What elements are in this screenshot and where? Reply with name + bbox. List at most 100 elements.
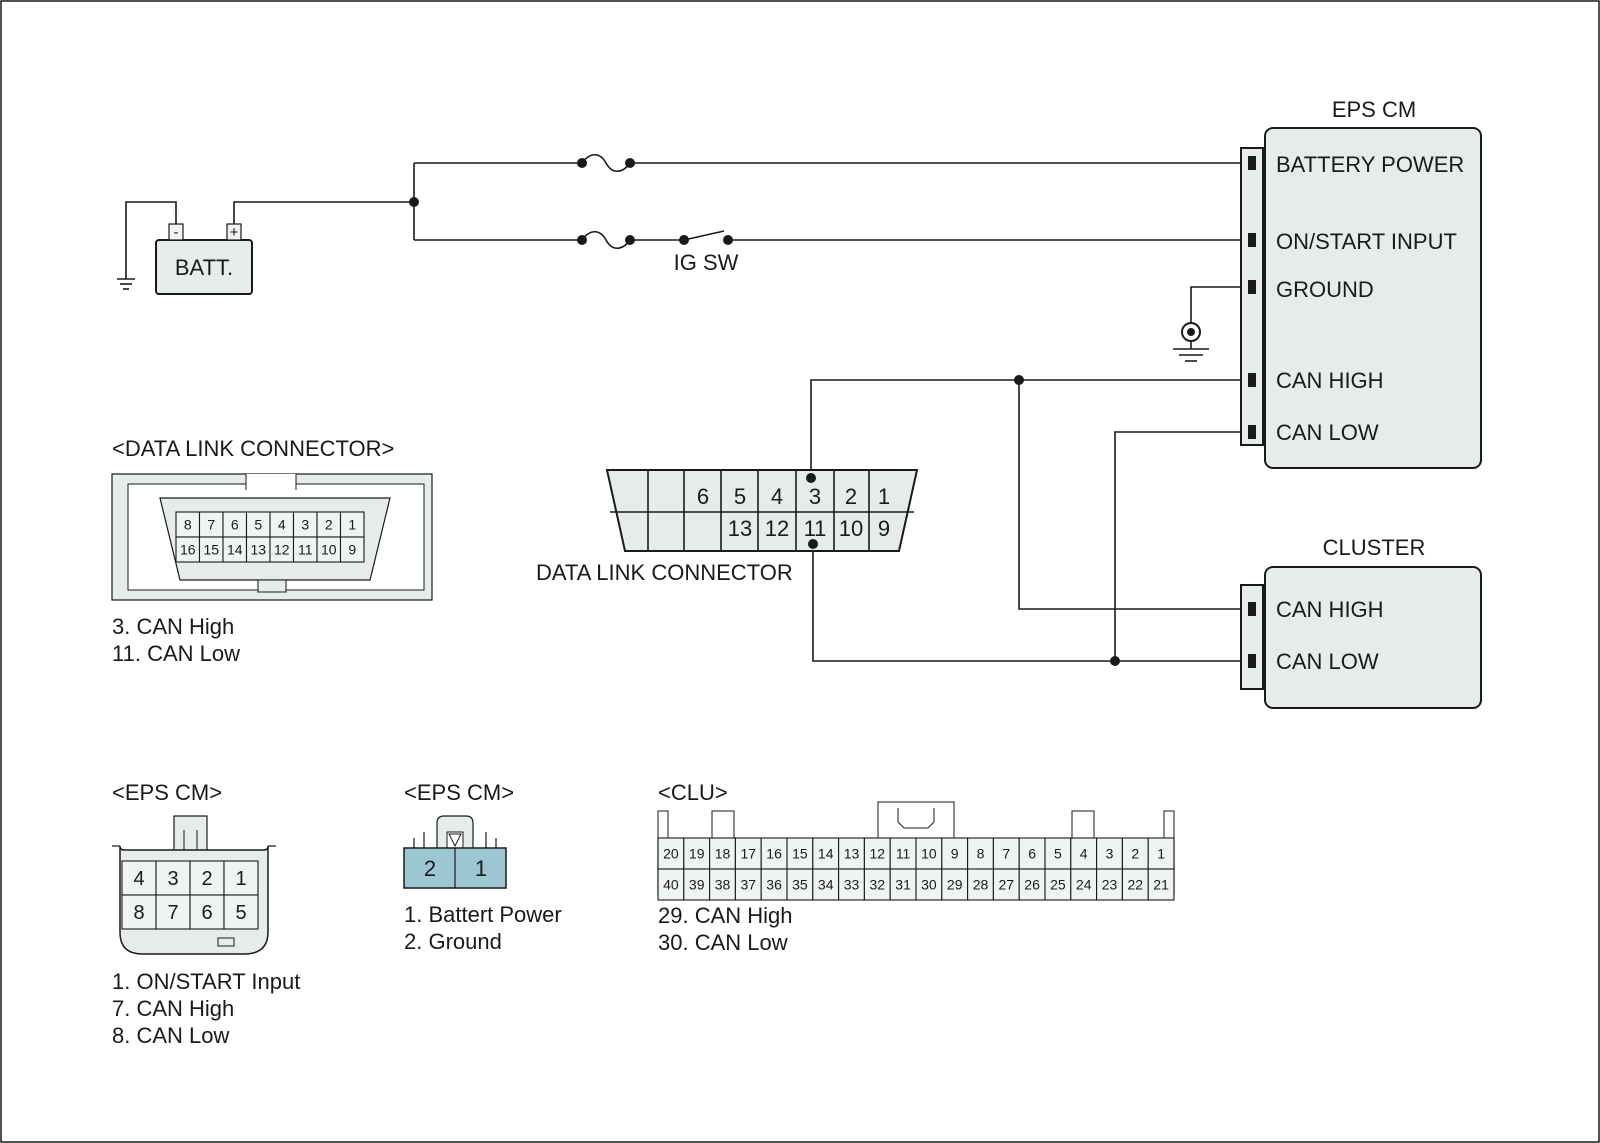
dlc-schematic-bottom-row: 13 12 11 10 9 <box>728 516 890 541</box>
pin-number: 13 <box>844 846 860 862</box>
pin-cell <box>709 837 736 870</box>
clu-note-30: 30. CAN Low <box>658 930 788 955</box>
pin-number: 39 <box>689 877 705 893</box>
pin-cell <box>1147 868 1175 901</box>
pin-cell <box>812 868 840 901</box>
pin-number: 10 <box>921 846 937 862</box>
eps-pin-battery-power: BATTERY POWER <box>1276 152 1464 177</box>
eps-view-b-title: <EPS CM> <box>404 780 514 805</box>
pin-cell <box>223 860 259 896</box>
dlc-note-3: 3. CAN High <box>112 614 234 639</box>
pin-number: 8 <box>184 517 192 533</box>
eps-view-a-title: <EPS CM> <box>112 780 222 805</box>
pin-number: 7 <box>207 517 215 533</box>
pin-number: 5 <box>235 902 246 924</box>
eps-b-pin: 1 <box>475 856 487 881</box>
pin-number: 1 <box>348 517 356 533</box>
pin-cell <box>189 894 225 930</box>
pin-number: 9 <box>951 846 959 862</box>
dlc-pin3-dot <box>806 473 816 483</box>
dlc-schematic-top-row: 6 5 4 3 2 1 <box>697 484 890 509</box>
pin-number: 24 <box>1076 877 1092 893</box>
pin-cell <box>812 837 840 870</box>
chassis-ground-icon <box>1173 286 1241 362</box>
pin-number: 2 <box>1131 846 1139 862</box>
pin-cell <box>760 868 788 901</box>
dlc-pin: 4 <box>771 484 783 509</box>
pin-number: 30 <box>921 877 937 893</box>
eps-cm-module <box>1240 127 1482 469</box>
pin-number: 26 <box>1024 877 1040 893</box>
dlc-pin: 5 <box>734 484 746 509</box>
pin-number: 17 <box>741 846 757 862</box>
pin-number: 20 <box>663 846 679 862</box>
pin-cell <box>339 536 365 563</box>
pin-number: 16 <box>766 846 782 862</box>
pin-cell <box>1096 868 1123 901</box>
pin-number: 11 <box>896 846 911 862</box>
pin-number: 4 <box>278 517 286 533</box>
pin-number: 2 <box>325 517 333 533</box>
pin-number: 18 <box>715 846 731 862</box>
pin-cell <box>1147 837 1175 870</box>
pin-number: 32 <box>870 877 886 893</box>
pin-number: 6 <box>201 902 212 924</box>
dlc-pin: 12 <box>765 516 789 541</box>
pin-number: 2 <box>201 868 212 890</box>
pin-number: 3 <box>1106 846 1114 862</box>
pin-number: 1 <box>1157 846 1165 862</box>
dlc-pin: 10 <box>839 516 863 541</box>
pin-number: 29 <box>947 877 963 893</box>
pin-cell <box>967 837 994 870</box>
pin-number: 10 <box>321 542 337 558</box>
eps-b-note-1: 1. Battert Power <box>404 902 562 927</box>
dlc-pin: 9 <box>878 516 890 541</box>
cluster-pin-can-low: CAN LOW <box>1276 649 1379 674</box>
eps-b-note-2: 2. Ground <box>404 929 502 954</box>
clu-view-title: <CLU> <box>658 780 728 805</box>
cluster-module <box>1240 566 1482 709</box>
pin-number: 6 <box>231 517 239 533</box>
battery-positive-terminal: + <box>230 224 239 241</box>
dlc-schematic-connector <box>605 469 919 552</box>
pin-number: 35 <box>792 877 808 893</box>
fuse-battery-icon <box>414 153 1241 173</box>
pin-cell <box>786 837 814 870</box>
pin-number: 37 <box>741 877 757 893</box>
cluster-title: CLUSTER <box>1323 535 1426 560</box>
pin-number: 27 <box>999 877 1015 893</box>
eps-pin-can-high: CAN HIGH <box>1276 368 1384 393</box>
pin-cell <box>657 868 685 901</box>
dlc-pin: 3 <box>809 484 821 509</box>
pin-number: 12 <box>274 542 290 558</box>
eps-cm-title: EPS CM <box>1332 97 1416 122</box>
pin-number: 1 <box>235 868 246 890</box>
clu-note-29: 29. CAN High <box>658 903 793 928</box>
pin-number: 34 <box>818 877 834 893</box>
pin-cell <box>838 868 865 901</box>
pin-number: 15 <box>792 846 808 862</box>
pin-number: 28 <box>973 877 989 893</box>
pin-cell <box>967 868 994 901</box>
pin-cell <box>1121 868 1149 901</box>
pin-number: 8 <box>133 902 144 924</box>
battery-ground-icon <box>117 201 177 290</box>
dlc-pin: 6 <box>697 484 709 509</box>
pin-cell <box>155 894 191 930</box>
eps-pin-can-low: CAN LOW <box>1276 420 1379 445</box>
ig-switch-label: IG SW <box>674 250 739 275</box>
pin-number: 33 <box>844 877 860 893</box>
eps-a-note-7: 7. CAN High <box>112 996 234 1021</box>
pin-number: 14 <box>227 542 243 558</box>
pin-number: 3 <box>301 517 309 533</box>
pin-number: 6 <box>1028 846 1036 862</box>
dlc-pin11-dot <box>808 539 818 549</box>
eps-a-note-1: 1. ON/START Input <box>112 969 300 994</box>
pin-number: 38 <box>715 877 731 893</box>
can-low-wire <box>812 431 1241 666</box>
pin-number: 19 <box>689 846 705 862</box>
pin-number: 25 <box>1050 877 1066 893</box>
